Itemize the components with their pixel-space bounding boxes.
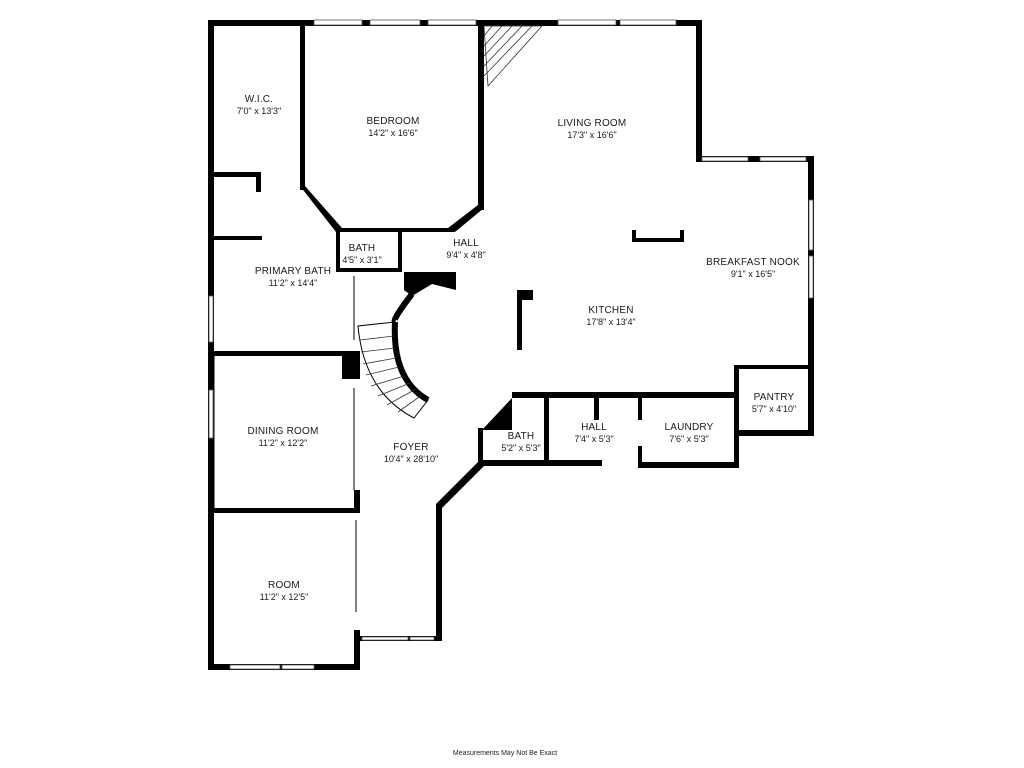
kitchen-counter	[517, 290, 522, 350]
room-right-wall-bottom	[354, 630, 360, 670]
kitchen-dims: 17'8" x 13'4"	[586, 317, 635, 327]
bedroom-angled-wall-right	[448, 205, 484, 232]
window	[208, 295, 214, 343]
stair-landing-block	[342, 351, 360, 379]
room-name: ROOM	[268, 580, 300, 591]
primary-bath-inner-wall	[214, 236, 262, 240]
window	[701, 156, 749, 162]
living-room-dims: 17'3" x 16'6"	[567, 130, 616, 140]
living-room-right-wall	[696, 20, 702, 162]
window	[229, 664, 281, 670]
breakfast-nook-dims: 9'1" x 16'5"	[731, 269, 775, 279]
bath-upper-dims: 4'5" x 3'1"	[342, 255, 381, 265]
window	[619, 19, 677, 26]
primary-bath-dims: 11'2" x 14'4"	[269, 278, 318, 288]
hall-lower-divider	[594, 398, 599, 420]
window	[427, 19, 477, 26]
island-left-leg	[632, 230, 636, 242]
dining-room-dims: 11'2" x 12'2"	[259, 438, 308, 448]
bath-lower-name: BATH	[508, 431, 535, 442]
bath-lower-dims: 5'2" x 5'3"	[501, 443, 540, 453]
stair-top-wall	[404, 272, 456, 296]
wic-name: W.I.C.	[245, 94, 273, 105]
window	[759, 156, 807, 162]
bath-lower-left-wall	[478, 428, 483, 464]
staircase-curved	[357, 292, 430, 419]
laundry-left-wall-top	[638, 398, 642, 420]
primary-bath-name: PRIMARY BATH	[255, 266, 331, 277]
bath-lower-right-wall	[544, 398, 549, 464]
nook-top-wall	[696, 156, 812, 162]
window	[557, 19, 617, 26]
bedroom-right-wall	[478, 20, 484, 210]
bedroom-name: BEDROOM	[366, 116, 419, 127]
window	[281, 664, 315, 670]
hall-upper-dims: 9'4" x 4'8"	[446, 250, 485, 260]
bath-lower-bottom-wall	[478, 460, 548, 466]
hall-lower-name: HALL	[581, 422, 607, 433]
kitchen-name: KITCHEN	[588, 305, 633, 316]
wic-bottom-wall	[208, 172, 260, 177]
island-right-leg	[680, 230, 684, 242]
measurement-disclaimer: Measurements May Not Be Exact	[453, 750, 557, 757]
staircase-upper	[483, 25, 543, 87]
hall-lower-bottom-wall	[546, 460, 602, 466]
dining-room-divider	[208, 508, 360, 513]
laundry-left-wall-bottom	[638, 446, 642, 468]
wic-door-jamb	[256, 172, 261, 192]
living-room-name: LIVING ROOM	[558, 118, 627, 129]
windows	[208, 19, 814, 670]
hall-lower-dims: 7'4" x 5'3"	[574, 434, 613, 444]
pantry-left-wall	[734, 365, 739, 468]
bath-upper-left-wall	[336, 228, 340, 272]
room-labels: W.I.C. 7'0" x 13'3" BEDROOM 14'2" x 16'6…	[237, 94, 800, 602]
dining-room-name: DINING ROOM	[247, 426, 318, 437]
bedroom-bottom-wall	[336, 228, 454, 232]
bath-upper-bottom-wall	[336, 268, 402, 272]
window	[409, 636, 435, 641]
thin-partitions	[213, 276, 357, 612]
foyer-right-wall	[436, 504, 442, 640]
left-outer-wall	[208, 20, 214, 670]
window	[808, 199, 814, 251]
dining-right-wall-stub	[354, 490, 360, 508]
window	[369, 19, 421, 26]
wic-dims: 7'0" x 13'3"	[237, 106, 281, 116]
window	[208, 389, 214, 439]
foyer-dims: 10'4" x 28'10"	[384, 454, 438, 464]
kitchen-counter-top	[517, 290, 533, 300]
pantry-top-wall	[736, 365, 810, 369]
laundry-bottom-wall	[638, 462, 738, 468]
wic-right-wall	[300, 20, 305, 190]
foyer-angled-wall	[436, 462, 484, 508]
bath-upper-name: BATH	[349, 243, 376, 254]
primary-bath-bottom-wall	[208, 351, 358, 356]
window	[808, 255, 814, 299]
window	[361, 636, 409, 641]
breakfast-nook-name: BREAKFAST NOOK	[706, 257, 800, 268]
laundry-dims: 7'6" x 5'3"	[669, 434, 708, 444]
hall-upper-name: HALL	[453, 238, 479, 249]
bedroom-dims: 14'2" x 16'6"	[368, 128, 417, 138]
foyer-name: FOYER	[393, 442, 428, 453]
bedroom-angled-wall-left	[300, 186, 342, 232]
walls	[208, 20, 814, 670]
room-dims: 11'2" x 12'5"	[260, 592, 309, 602]
bath-lower-corner	[482, 398, 512, 430]
kitchen-bottom-wall	[512, 392, 738, 398]
pantry-dims: 5'7" x 4'10"	[752, 404, 796, 414]
pantry-name: PANTRY	[754, 392, 795, 403]
laundry-name: LAUNDRY	[664, 422, 713, 433]
pantry-bottom-wall	[736, 430, 814, 436]
window	[313, 19, 363, 26]
bath-upper-right-wall	[398, 228, 402, 272]
kitchen-island	[632, 238, 684, 242]
